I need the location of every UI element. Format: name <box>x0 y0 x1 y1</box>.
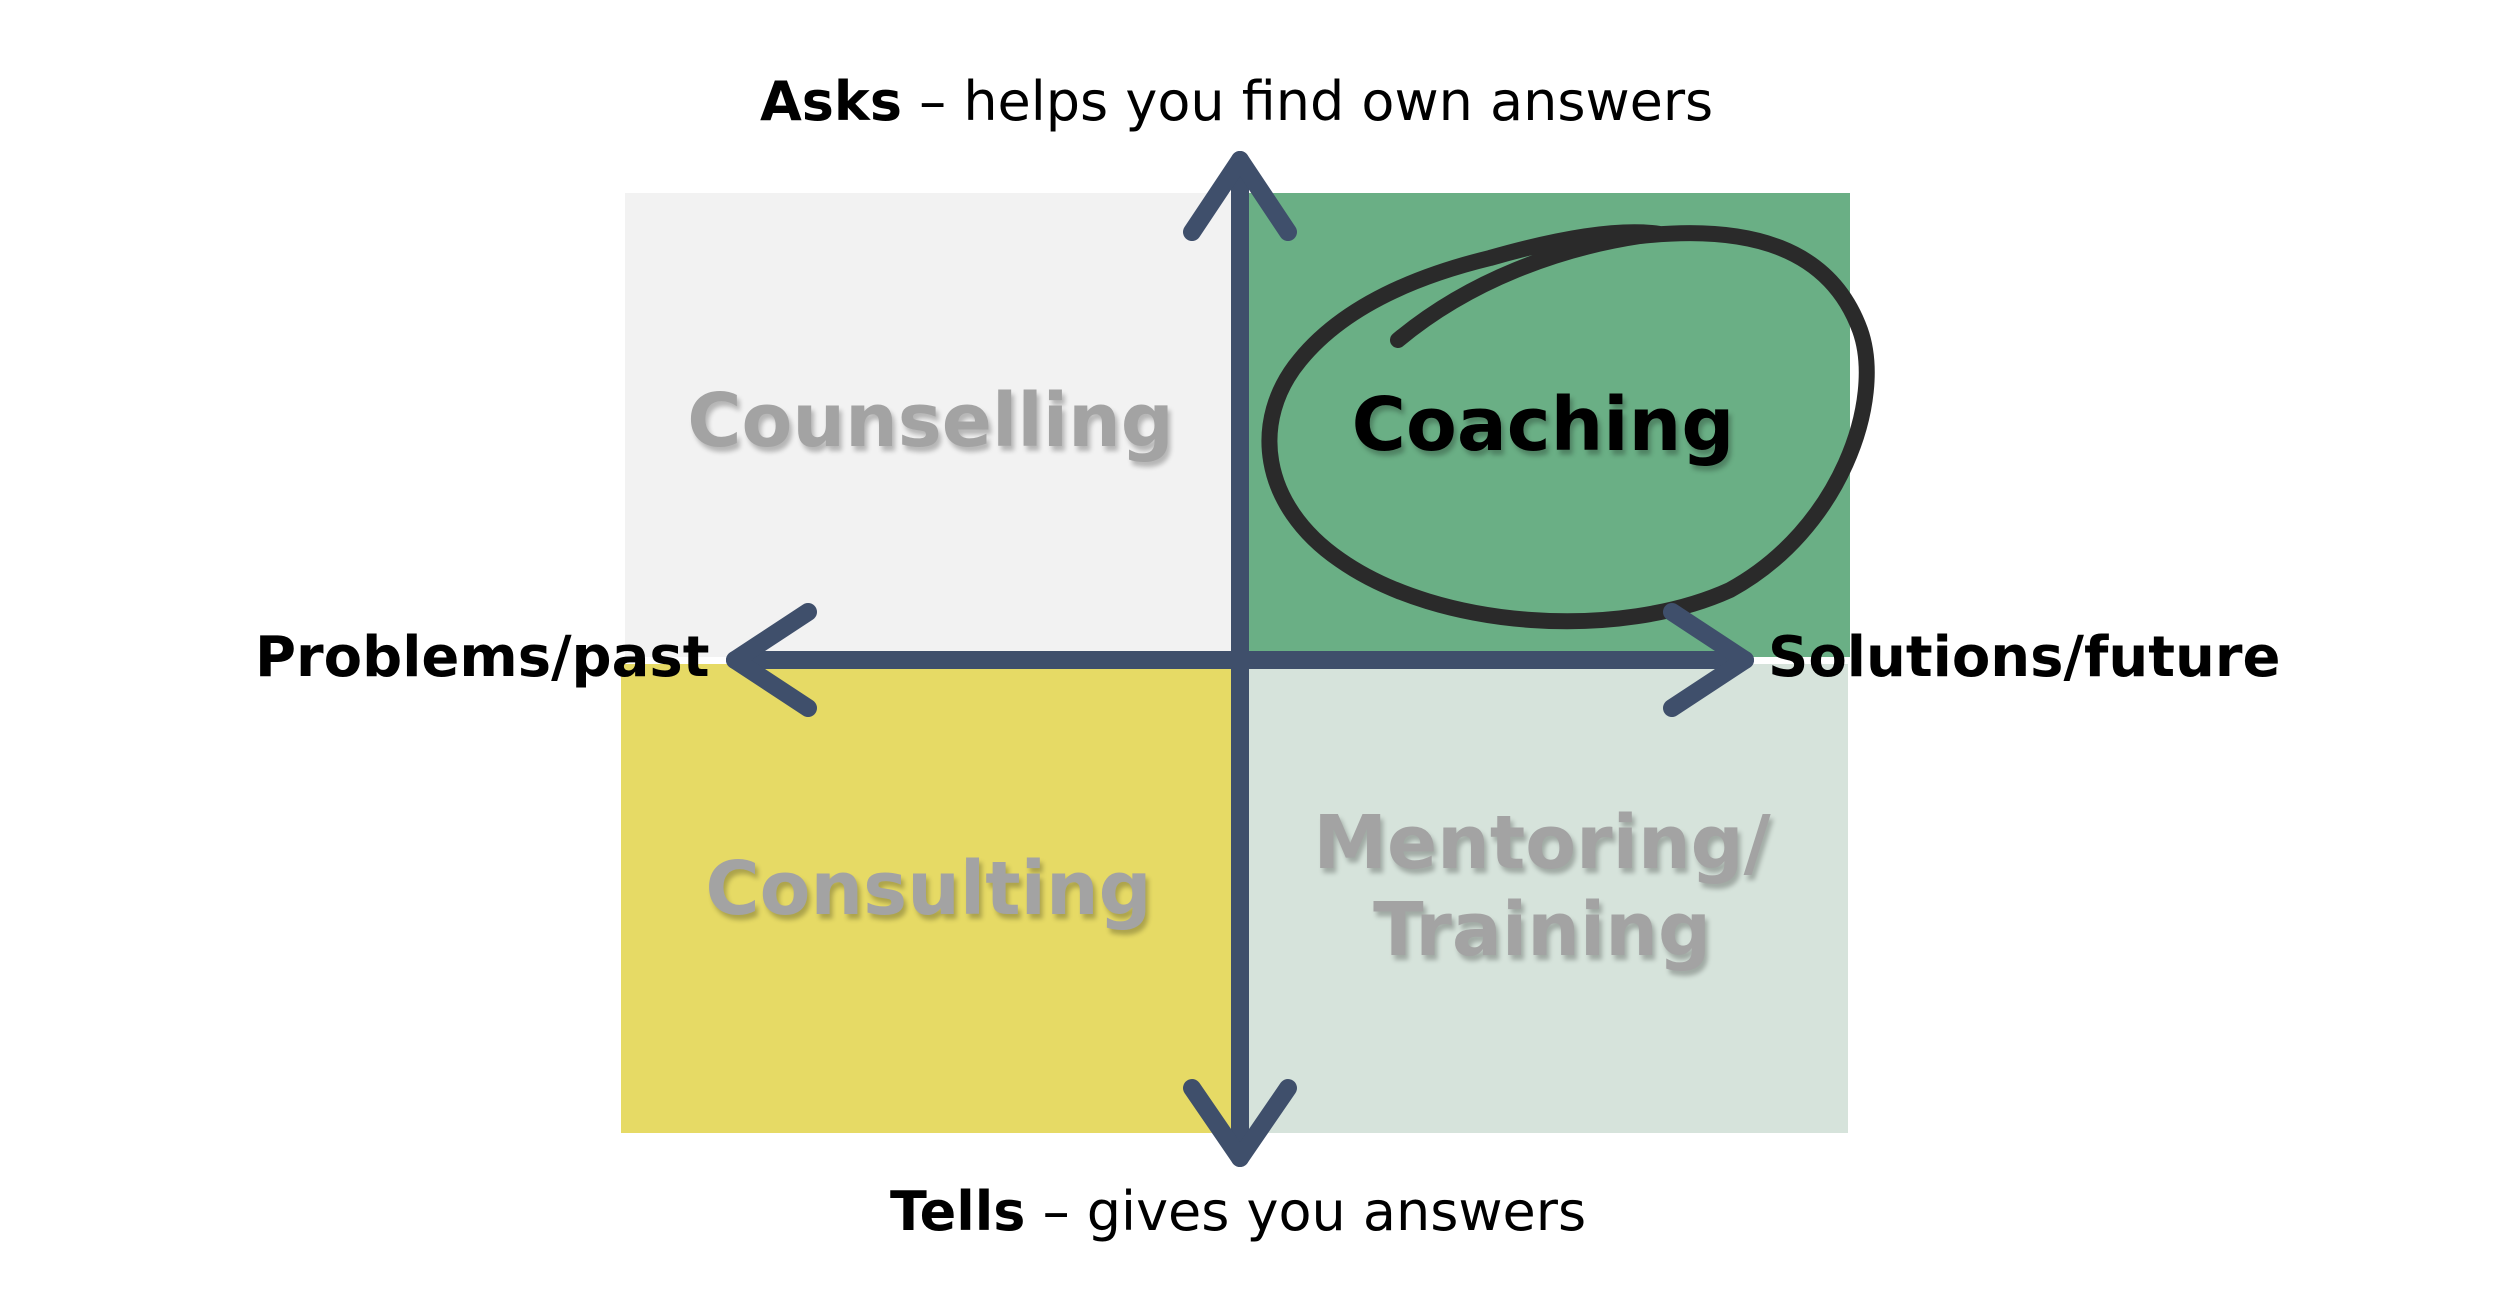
axis-label-bottom-keyword: Tells <box>890 1180 1026 1243</box>
axis-label-top: Asks – helps you find own answers <box>760 70 1713 133</box>
quadrant-label-consulting: Consulting <box>705 846 1152 932</box>
quadrant-label-coaching: Coaching <box>1351 382 1735 468</box>
axis-label-right: Solutions/future <box>1768 625 2281 690</box>
axis-label-top-keyword: Asks <box>760 70 902 133</box>
axis-label-left: Problems/past <box>255 625 710 690</box>
quadrant-label-mentoring-training: Mentoring/ Training <box>1313 800 1771 974</box>
quadrant-bottom-left <box>621 664 1236 1133</box>
axis-label-top-description: – helps you find own answers <box>902 70 1714 133</box>
quadrant-label-counselling: Counselling <box>687 378 1174 464</box>
quadrant-bottom-right <box>1236 664 1848 1133</box>
quadrant-top-left <box>625 193 1236 657</box>
axis-label-bottom-description: – gives you answers <box>1025 1180 1587 1243</box>
axis-label-bottom: Tells – gives you answers <box>890 1180 1586 1243</box>
